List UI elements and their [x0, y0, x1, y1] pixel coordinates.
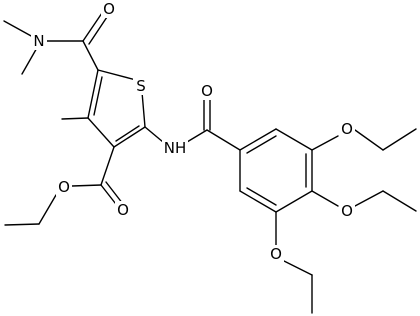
atom-o-ethoxy-4-text: O: [341, 202, 353, 220]
atom-label-o-ester: O: [56, 178, 72, 196]
bond-o-ethoxy-ch2-top: [354, 129, 384, 151]
bond-ring-1-2-double: [246, 135, 277, 154]
atom-s1-text: S: [136, 77, 146, 95]
atom-o-benzoyl-text: O: [201, 82, 213, 100]
bond-c2-c3: [113, 126, 146, 148]
bond-c4-methyl: [61, 117, 89, 120]
bond-ring-4-5: [275, 190, 313, 213]
bond-ring-5-6-double: [246, 187, 277, 206]
bond-cester-o-ester: [71, 184, 102, 187]
bond-ring-1-2: [239, 128, 277, 151]
bond-ch2-ch3: [4, 223, 40, 226]
atom-label-o-amide: O: [101, 0, 117, 18]
bond-n-me2: [21, 45, 39, 75]
bond-c4-c5-double: [93, 76, 103, 116]
atom-label-n-amide: N: [31, 32, 47, 50]
bond-o-ethoxy-ch2-mid: [354, 190, 384, 207]
bond-cbenzoyl-ring: [206, 129, 241, 151]
atom-label-o-ester-carbonyl: O: [115, 201, 131, 219]
bond-s1-c2: [141, 91, 146, 128]
atom-label-o-ethoxy-4: O: [339, 202, 355, 220]
bond-c2-c3-double: [115, 125, 140, 142]
atom-n-amide-text: N: [33, 32, 44, 50]
atom-o-ethoxy-3-text: O: [341, 120, 353, 138]
bond-c3-cester: [100, 146, 115, 186]
atom-o-ester-text: O: [58, 178, 70, 196]
atom-label-o-ethoxy-3: O: [339, 120, 355, 138]
bond-c2-nh: [144, 126, 164, 143]
bond-c-o-amide-b: [88, 16, 108, 45]
bond-cester-o-carbonyl-b: [105, 181, 124, 205]
bond-c4-c5: [87, 69, 99, 119]
bond-ring-5-6: [239, 190, 277, 213]
atom-o-amide-text: O: [103, 0, 115, 18]
bond-c3-c4: [87, 117, 115, 148]
atom-o-ester-carbonyl-text: O: [117, 201, 129, 219]
bond-me1-n: [3, 20, 34, 38]
bond-c5-s1: [97, 69, 137, 81]
atom-o-ethoxy-5-text: O: [270, 245, 282, 263]
bond-o-ethoxy-ch2-bottom: [283, 260, 313, 276]
atom-label-nh: NH: [162, 139, 188, 157]
bond-c-o-amide-a: [82, 12, 103, 42]
atom-label-o-benzoyl: O: [199, 82, 215, 100]
atom-nh-text: NH: [164, 139, 187, 157]
bond-nh-c-benzoyl: [186, 129, 208, 143]
atom-label-o-ethoxy-5: O: [268, 245, 284, 263]
bond-c4-o-ethoxy: [311, 190, 339, 207]
bond-ch2-ch3-top: [382, 128, 417, 151]
bond-c3-o-ethoxy: [311, 135, 339, 151]
bond-o-ester-ch2: [38, 194, 57, 225]
atom-label-s1: S: [133, 77, 149, 95]
bond-ch2-ch3-mid: [382, 190, 417, 212]
bond-camide-c5: [82, 40, 99, 71]
bond-ring-2-3: [275, 128, 313, 151]
